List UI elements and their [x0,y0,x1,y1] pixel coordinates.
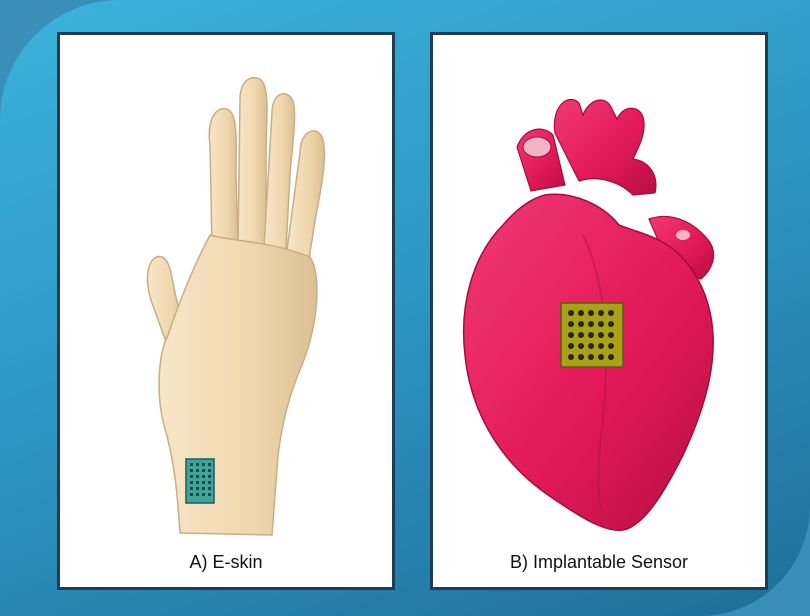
vessel-opening [523,137,551,157]
implantable-sensor-patch [561,303,623,367]
hand-illustration [60,35,392,587]
caption-implantable-sensor: B) Implantable Sensor [433,552,765,573]
aorta [554,100,655,195]
caption-e-skin: A) E-skin [60,552,392,573]
palm [159,235,317,535]
panel-e-skin: A) E-skin [57,32,395,590]
right-vessel-opening [676,230,690,240]
heart-illustration [433,35,765,587]
e-skin-patch [186,459,214,503]
finger-2 [238,78,267,247]
finger-1 [209,109,238,247]
panel-implantable-sensor: B) Implantable Sensor [430,32,768,590]
